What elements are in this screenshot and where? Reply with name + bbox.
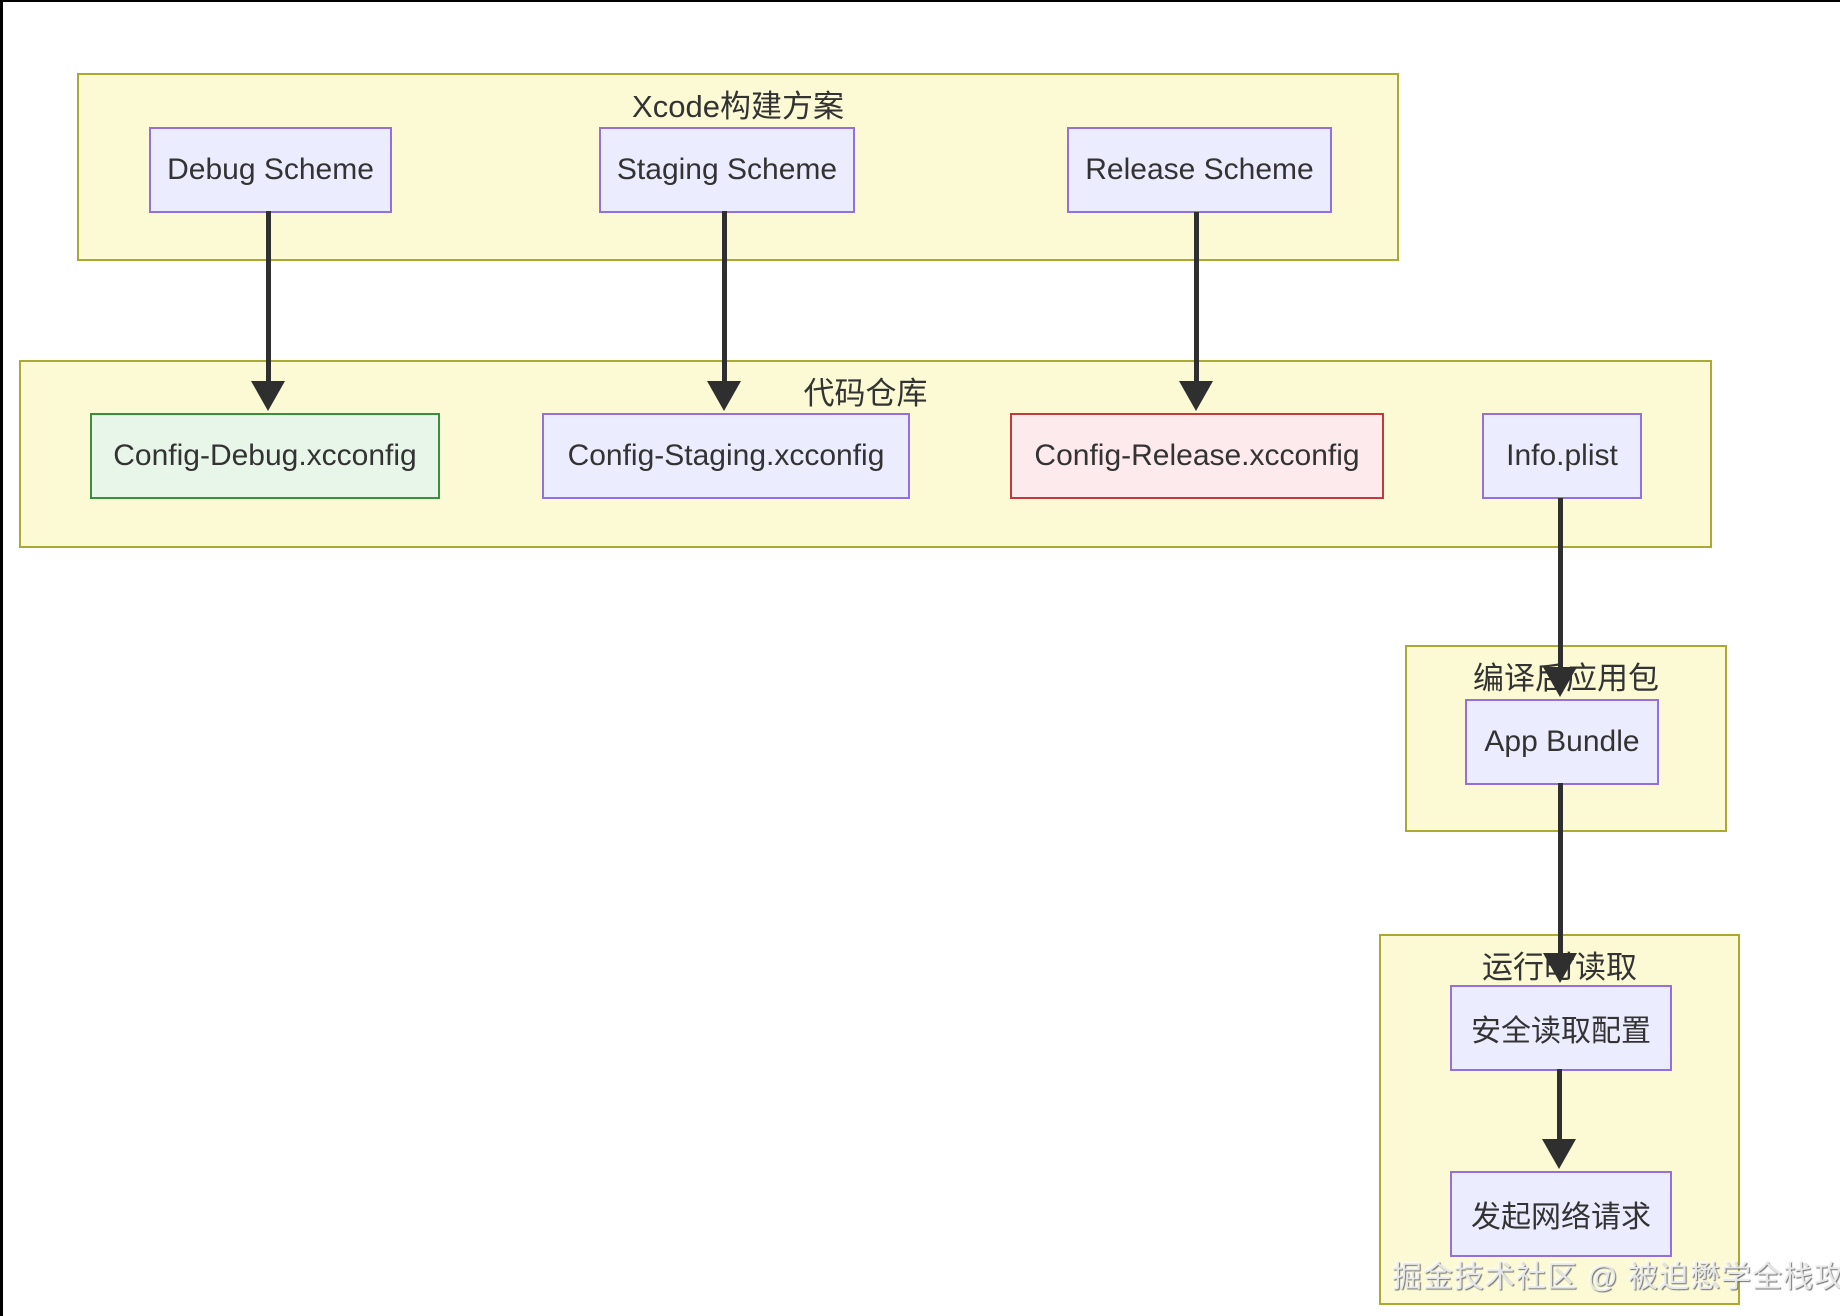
cluster-runtime-read: 运行时读取 安全读取配置 发起网络请求 — [1379, 934, 1740, 1305]
node-safe-read-config: 安全读取配置 — [1450, 985, 1672, 1071]
node-info-plist: Info.plist — [1482, 413, 1642, 499]
node-config-debug-label: Config-Debug.xcconfig — [113, 439, 417, 472]
node-config-debug: Config-Debug.xcconfig — [90, 413, 440, 499]
node-config-release-label: Config-Release.xcconfig — [1034, 439, 1360, 472]
node-staging-scheme: Staging Scheme — [599, 127, 855, 213]
node-app-bundle-label: App Bundle — [1484, 725, 1640, 758]
edge-release-to-config-arrowhead-icon — [1179, 381, 1213, 411]
edge-readconfig-to-request-arrowhead-icon — [1542, 1139, 1576, 1169]
node-config-release: Config-Release.xcconfig — [1010, 413, 1384, 499]
node-release-scheme-label: Release Scheme — [1085, 153, 1314, 186]
node-network-request: 发起网络请求 — [1450, 1171, 1672, 1257]
node-debug-scheme-label: Debug Scheme — [167, 153, 374, 186]
edge-appbundle-to-readconfig-arrowhead-icon — [1543, 953, 1577, 983]
node-safe-read-config-label: 安全读取配置 — [1471, 1015, 1651, 1048]
node-app-bundle: App Bundle — [1465, 699, 1659, 785]
cluster-code-repo-title: 代码仓库 — [803, 376, 928, 411]
edge-debug-to-config-arrowhead-icon — [251, 381, 285, 411]
node-release-scheme: Release Scheme — [1067, 127, 1332, 213]
node-info-plist-label: Info.plist — [1506, 439, 1618, 472]
edge-staging-to-config-line — [722, 211, 727, 383]
node-debug-scheme: Debug Scheme — [149, 127, 392, 213]
window-edge-left — [0, 0, 3, 1316]
edge-release-to-config-line — [1194, 212, 1199, 383]
node-staging-scheme-label: Staging Scheme — [616, 153, 838, 186]
cluster-code-repo: 代码仓库 Config-Debug.xcconfig Config-Stagin… — [19, 360, 1712, 548]
cluster-xcode-schemes: Xcode构建方案 Debug Scheme Staging Scheme Re… — [77, 73, 1399, 261]
cluster-xcode-schemes-title: Xcode构建方案 — [632, 89, 844, 124]
edge-staging-to-config-arrowhead-icon — [707, 381, 741, 411]
node-config-staging-label: Config-Staging.xcconfig — [567, 439, 885, 472]
edge-infoplist-to-appbundle-arrowhead-icon — [1543, 667, 1577, 697]
watermark: 掘金技术社区 @ 被迫懋学全栈攻城狮 — [1392, 1261, 1840, 1294]
edge-debug-to-config-line — [266, 211, 271, 383]
node-config-staging: Config-Staging.xcconfig — [542, 413, 910, 499]
edge-appbundle-to-readconfig-line — [1558, 783, 1563, 955]
node-network-request-label: 发起网络请求 — [1471, 1201, 1651, 1234]
window-edge-top — [0, 0, 1840, 2]
edge-readconfig-to-request-line — [1557, 1069, 1562, 1141]
edge-infoplist-to-appbundle-line — [1558, 498, 1563, 669]
